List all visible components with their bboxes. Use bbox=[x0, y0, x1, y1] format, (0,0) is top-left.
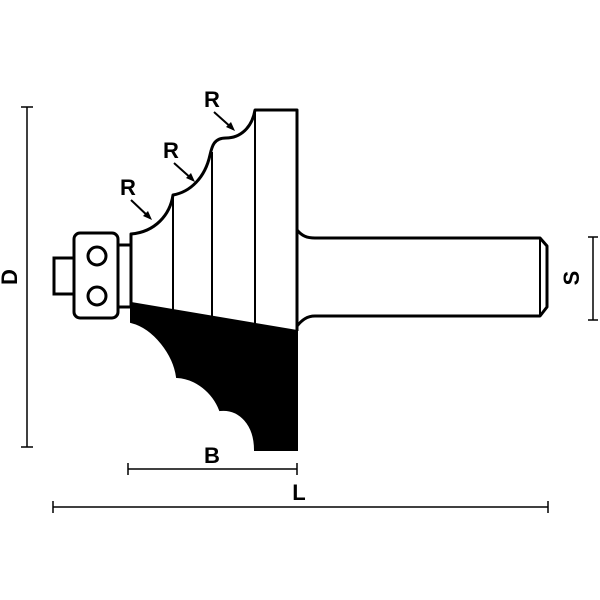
shank bbox=[295, 229, 549, 327]
radius-label-2: R bbox=[163, 138, 179, 163]
bearing-screw bbox=[52, 256, 76, 296]
cutter-profile bbox=[130, 301, 298, 451]
radius-label-3: R bbox=[204, 87, 220, 112]
dimension-d-label: D bbox=[0, 269, 22, 285]
radius-arrowhead-3 bbox=[226, 122, 235, 131]
cutter-body-outline bbox=[129, 108, 299, 331]
bearing-spacer bbox=[116, 243, 133, 309]
radius-arrowhead-2 bbox=[186, 173, 195, 182]
bearing-ball-top bbox=[86, 245, 108, 267]
dimension-l-label: L bbox=[292, 480, 305, 505]
dimension-s-label: S bbox=[559, 271, 584, 286]
dimension-b-label: B bbox=[204, 443, 220, 468]
radius-label-1: R bbox=[120, 175, 136, 200]
radius-arrowhead-1 bbox=[143, 211, 152, 220]
bearing-ball-bottom bbox=[86, 285, 108, 307]
